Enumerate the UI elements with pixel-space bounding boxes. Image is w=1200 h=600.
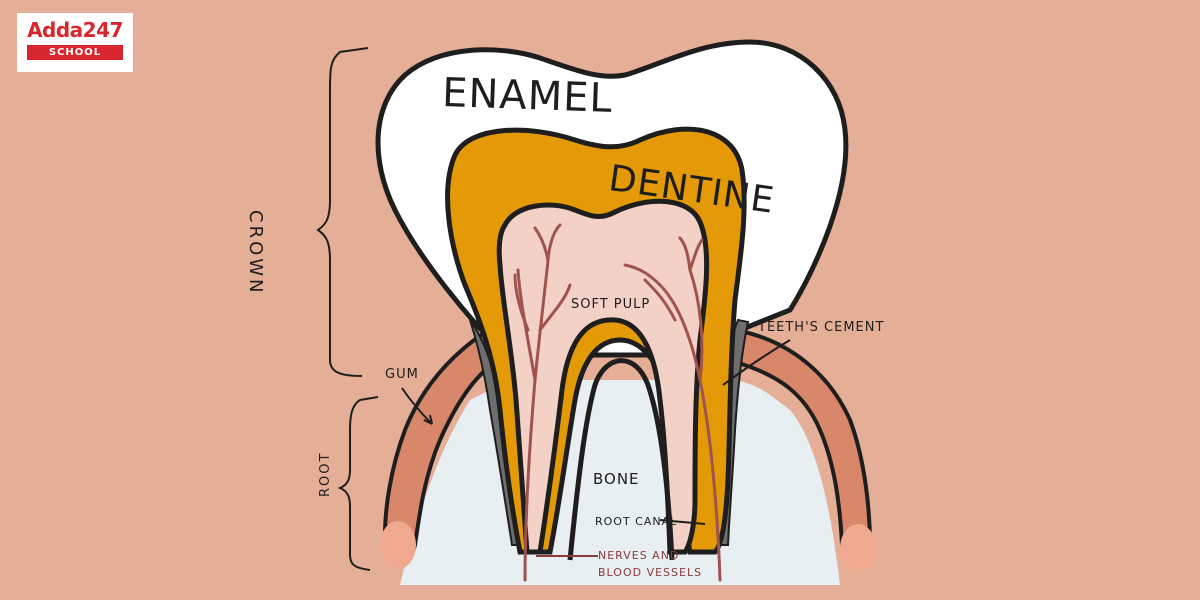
canal-leader (659, 519, 706, 525)
brand-logo: Adda247 SCHOOL (17, 13, 133, 72)
label-root: ROOT (318, 451, 333, 497)
cement-leader (722, 339, 791, 386)
gum-right-tip (840, 524, 876, 572)
label-nerves-line2: BLOOD VESSELS (598, 566, 703, 579)
gum-leader (401, 387, 433, 425)
brand-name: Adda247 (27, 18, 123, 42)
gum-left-tip (380, 521, 416, 569)
crown-bracket (316, 47, 369, 377)
label-enamel: ENAMEL (441, 70, 614, 122)
label-crown: CROWN (245, 210, 266, 296)
gum-leader-arrow (423, 414, 433, 425)
root-bracket (337, 396, 379, 571)
label-nerves: NERVES AND BLOOD VESSELS (598, 547, 702, 581)
label-root-canal: ROOT CANAL (595, 515, 678, 528)
label-bone: BONE (593, 470, 640, 488)
label-cement: TEETH'S CEMENT (758, 320, 885, 335)
vessels-right (623, 236, 722, 582)
vessels-left (513, 223, 572, 582)
label-soft-pulp: SOFT PULP (571, 297, 651, 312)
label-nerves-line1: NERVES AND (598, 549, 680, 562)
label-gum: GUM (385, 367, 419, 382)
root-notch-outline (567, 358, 675, 561)
brand-sub: SCHOOL (27, 45, 123, 60)
